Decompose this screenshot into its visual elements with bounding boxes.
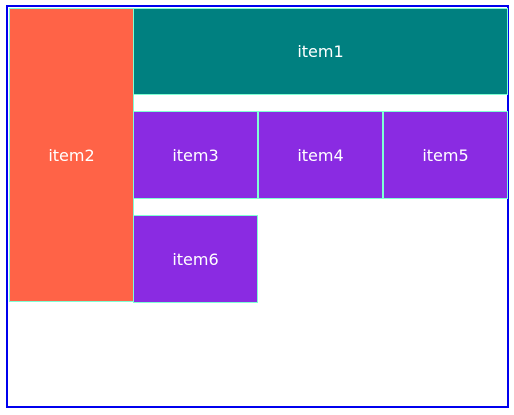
grid-item-2: item2	[9, 8, 134, 302]
grid-container: item2 item1 item3 item4 item5 item6	[6, 5, 509, 408]
grid-item-6: item6	[133, 215, 258, 303]
grid-item-4: item4	[258, 111, 383, 199]
grid-item-1: item1	[133, 8, 508, 95]
grid-item-3: item3	[133, 111, 258, 199]
grid-item-5: item5	[383, 111, 508, 199]
